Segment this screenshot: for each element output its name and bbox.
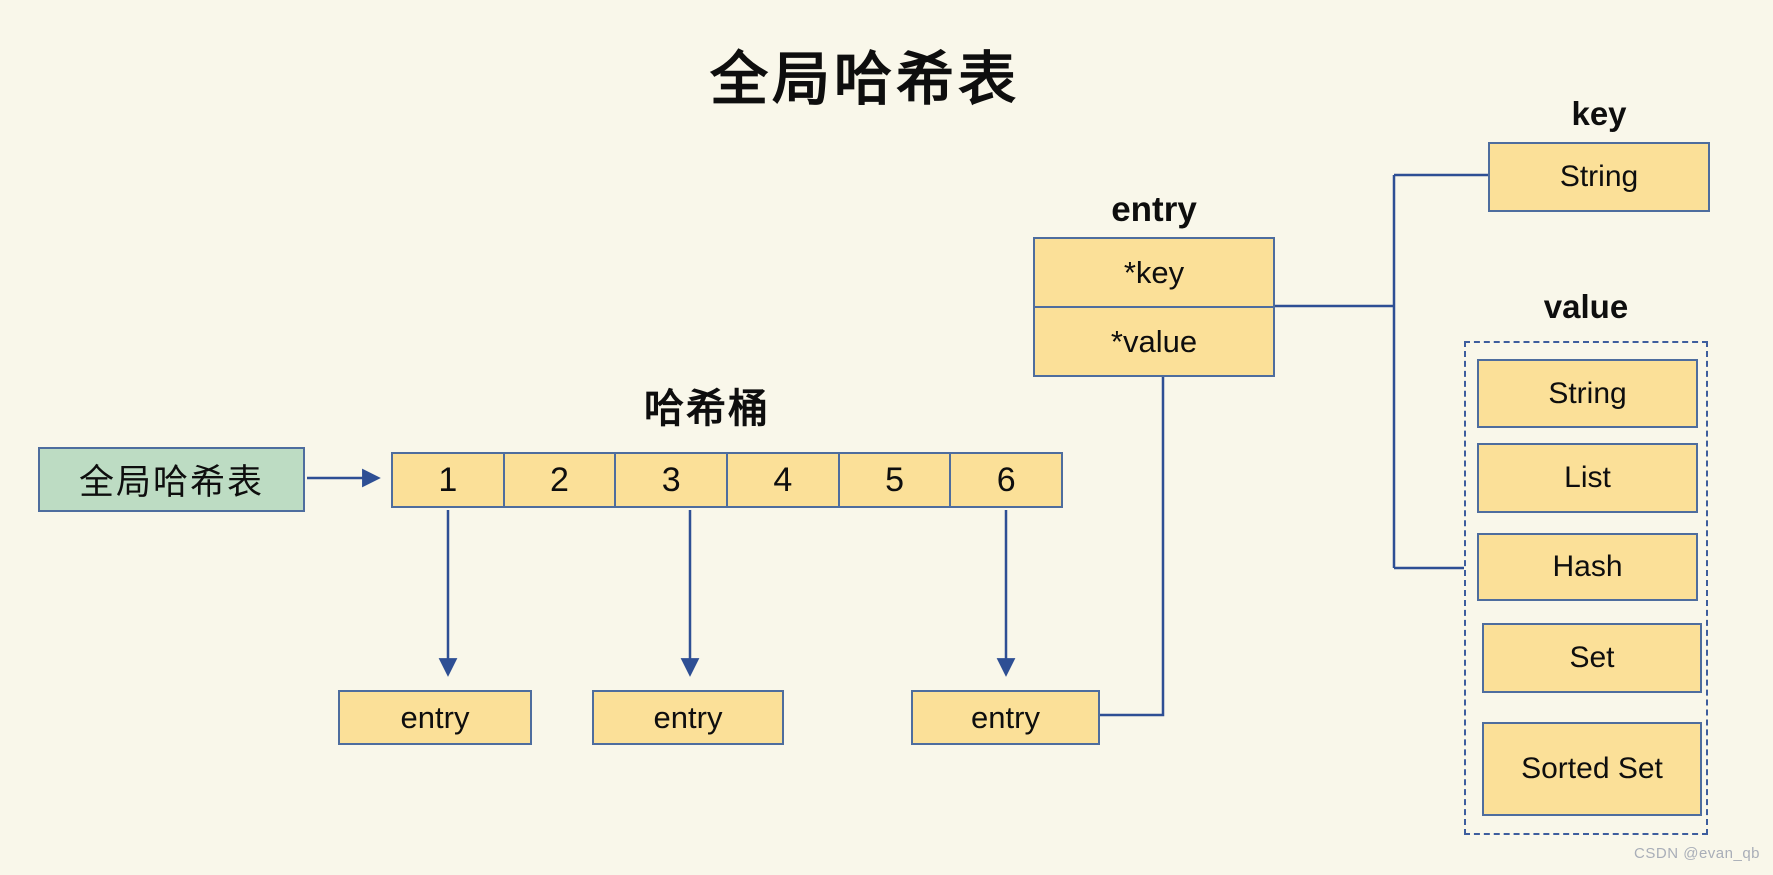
key-section-label: key — [1571, 95, 1627, 132]
entry-node-3: entry — [911, 690, 1100, 745]
entry-struct-node: *key *value — [1033, 237, 1275, 377]
value-type-list: List — [1477, 443, 1698, 513]
entry-struct-label: entry — [1111, 190, 1197, 229]
entry-field-value: *value — [1110, 323, 1198, 359]
bucket-cell-5: 5 — [840, 454, 952, 506]
value-type-set: Set — [1482, 623, 1702, 693]
global-hash-table-label: 全局哈希表 — [78, 463, 264, 502]
diagram-title: 全局哈希表 — [709, 47, 1020, 112]
hash-bucket-row: 1 2 3 4 5 6 — [391, 452, 1063, 508]
connector-entry3-to-struct — [1100, 377, 1165, 717]
value-types-container — [1464, 341, 1708, 835]
bucket-cell-4: 4 — [728, 454, 840, 506]
bucket-cell-2: 2 — [505, 454, 617, 506]
bucket-cell-1: 1 — [393, 454, 505, 506]
value-section-label: value — [1543, 288, 1629, 325]
entry-node-1: entry — [338, 690, 532, 745]
global-hash-table-node: 全局哈希表 — [38, 447, 305, 512]
value-type-hash: Hash — [1477, 533, 1698, 601]
entry-field-key: *key — [1035, 239, 1273, 308]
bucket-cell-3: 3 — [616, 454, 729, 506]
watermark: CSDN @evan_qb — [1634, 845, 1760, 862]
key-type-string: String — [1488, 142, 1710, 212]
bucket-cell-6: 6 — [996, 460, 1016, 499]
hash-bucket-label: 哈希桶 — [644, 387, 770, 431]
value-type-sorted-set: Sorted Set — [1482, 722, 1702, 816]
entry-node-2: entry — [592, 690, 784, 745]
value-type-string: String — [1477, 359, 1698, 428]
